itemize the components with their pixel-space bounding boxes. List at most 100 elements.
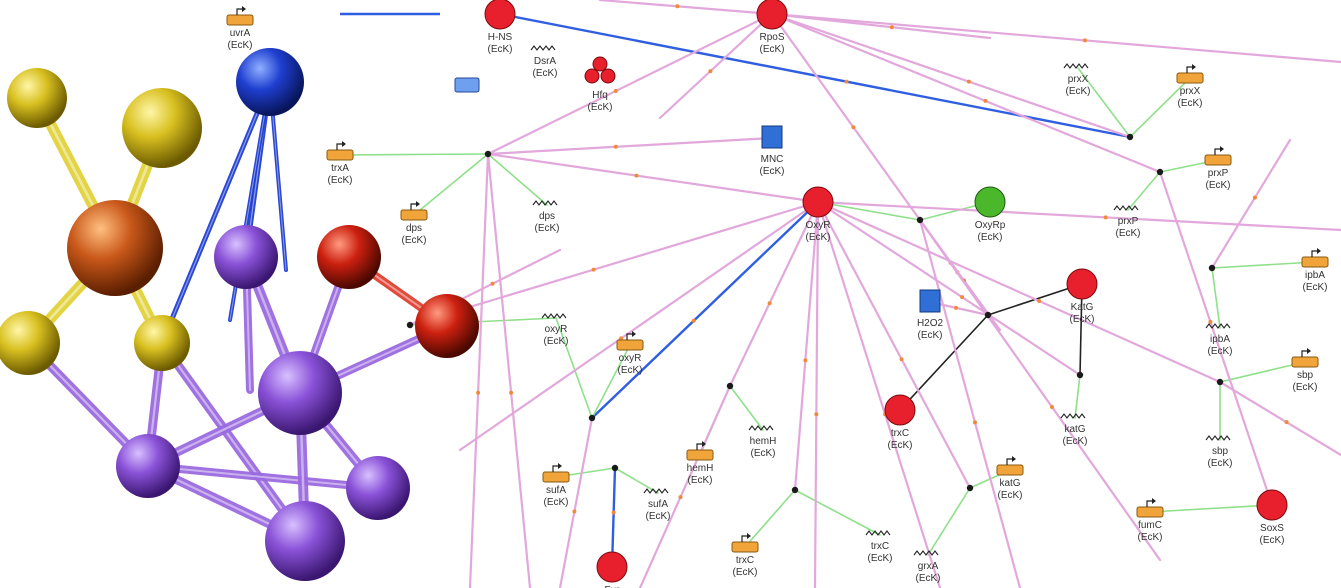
edge-marker [1037, 299, 1042, 303]
gene-box [1204, 154, 1232, 166]
node-katG-r: katG(EcK) [1060, 413, 1088, 447]
edge-act [793, 200, 820, 492]
rna-glyph [748, 425, 774, 431]
protein-circle [584, 68, 600, 84]
node-prxP-r: prxP(EcK) [1113, 205, 1141, 239]
node-species: (EcK) [402, 235, 427, 246]
node-label: katG [1064, 424, 1085, 435]
node-rpoS: RpoS(EcK) [756, 0, 788, 55]
gene-box [1301, 256, 1329, 268]
node-label: trxC [736, 555, 754, 566]
node-trxC2: trxC(EcK) [884, 394, 916, 451]
rna-glyph [865, 530, 891, 536]
node-species: (EcK) [760, 166, 785, 177]
edge-act [408, 200, 820, 327]
arrow-head [1317, 248, 1321, 254]
edge-marker [613, 89, 618, 93]
node-label: RpoS [759, 32, 784, 43]
node-species: (EcK) [733, 567, 758, 578]
node-label: prxP [1208, 168, 1229, 179]
hub-dot [484, 150, 492, 158]
edge-marker [960, 295, 965, 300]
edge-act [638, 384, 732, 588]
molecule-atom [7, 68, 67, 128]
node-label: Fur [605, 585, 621, 588]
molecule-atom [346, 456, 410, 520]
edge-bind [413, 153, 489, 216]
edge-act [770, 12, 992, 40]
hub-dot [1076, 371, 1084, 379]
hub-dot [916, 216, 924, 224]
edge-act [918, 218, 1022, 588]
edge-act [468, 152, 490, 588]
edge-marker [634, 173, 639, 178]
edge-rxn [899, 314, 989, 411]
gene-box [686, 449, 714, 461]
edge-act [558, 416, 594, 588]
edge-marker [1050, 405, 1054, 409]
node-species: (EcK) [1208, 346, 1233, 357]
molecule-atom [214, 225, 278, 289]
arrow-head [632, 331, 636, 337]
node-species: (EcK) [916, 573, 941, 584]
node-species: (EcK) [688, 475, 713, 486]
node-species: (EcK) [1260, 535, 1285, 546]
edge-act [816, 200, 1341, 232]
node-hfq: Hfq(EcK) [584, 56, 616, 113]
molecule-atom [122, 88, 202, 168]
network-nodes: uvrA(EcK)H-NS(EcK)DsrA(EcK)Hfq(EcK)RpoS(… [226, 0, 1329, 588]
node-label: sbp [1212, 446, 1229, 457]
gene-box [326, 149, 354, 161]
edge-bind [487, 153, 548, 206]
gene-box [996, 464, 1024, 476]
edge-act [728, 200, 820, 388]
edge-marker [611, 510, 616, 515]
edge-marker [966, 79, 971, 84]
node-hemH-g: hemH(EcK) [686, 441, 714, 486]
node-species: (EcK) [806, 232, 831, 243]
gene-box [1136, 506, 1164, 518]
rna-glyph [1060, 413, 1086, 419]
arrow-head [747, 533, 751, 539]
molecule-atom [415, 294, 479, 358]
node-sufA-r: sufA(EcK) [643, 488, 671, 522]
node-label: DsrA [534, 56, 557, 67]
edge-marker [954, 305, 959, 310]
node-species: (EcK) [918, 330, 943, 341]
gene-box [731, 541, 759, 553]
node-species: (EcK) [588, 102, 613, 113]
bond-highlight [160, 341, 307, 543]
gene-box [226, 14, 254, 26]
molecule-atom [258, 351, 342, 435]
edge-act [598, 0, 774, 16]
protein-circle [756, 0, 788, 30]
edge-marker [1208, 319, 1213, 324]
edge-act [918, 218, 1162, 562]
node-label: H2O2 [917, 318, 944, 329]
protein-circle [592, 56, 608, 72]
arrow-head [416, 201, 420, 207]
node-label: prxP [1118, 216, 1139, 227]
rna-glyph [541, 313, 567, 319]
node-label: H-NS [488, 32, 513, 43]
edge-marker [572, 509, 577, 514]
node-label: prxX [1180, 86, 1201, 97]
edge-marker [1103, 215, 1108, 220]
edge-bind [591, 344, 631, 419]
rna-glyph [913, 550, 939, 556]
node-species: (EcK) [888, 440, 913, 451]
edge-act [816, 200, 1082, 377]
edge-bind [744, 489, 796, 548]
node-prxX-r: prxX(EcK) [1063, 63, 1091, 97]
edge-act [1210, 138, 1292, 270]
molecule-bond [144, 462, 382, 492]
edge-bind [1149, 504, 1273, 513]
rna-glyph [1063, 63, 1089, 69]
gene-box [1176, 72, 1204, 84]
molecule-bond [157, 338, 310, 546]
edge-bind [1077, 67, 1131, 138]
edge-bind [339, 153, 489, 156]
node-sbp-g: sbp(EcK) [1291, 348, 1319, 393]
node-trxA: trxA(EcK) [326, 141, 354, 186]
